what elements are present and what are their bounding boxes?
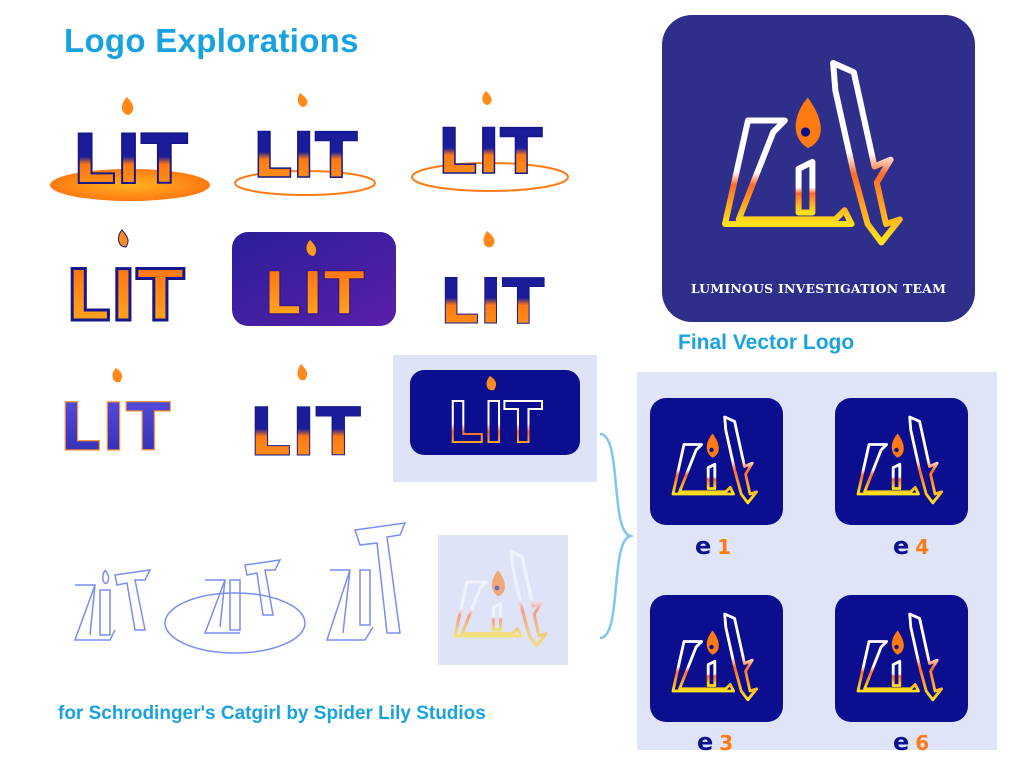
- variant-tile-e4: [835, 398, 968, 525]
- final-logo: LUMINOUS INVESTIGATION TEAM: [662, 15, 975, 322]
- ellipse-base: [50, 169, 210, 201]
- logo-concept-4: LIT: [64, 229, 186, 330]
- flame-icon: [118, 229, 129, 248]
- lit-mark-icon: [856, 415, 944, 505]
- sketch-lit-mark: [453, 550, 548, 648]
- logo-concept-6: LIT: [439, 231, 545, 330]
- variant-number: 4: [915, 535, 930, 559]
- logo-text: LIT: [72, 121, 188, 200]
- logo-concept-2: LIT: [234, 93, 376, 196]
- lit-mark-icon: [856, 612, 944, 702]
- variant-letter: e: [695, 532, 712, 560]
- logo-text: LIT: [59, 389, 171, 460]
- logo-concept-8: LIT: [249, 364, 361, 460]
- logo-concept-1: LIT: [50, 97, 210, 201]
- logo-text: LIT: [66, 255, 185, 330]
- variant-number: 6: [915, 731, 930, 755]
- pencil-sketches: [73, 522, 407, 654]
- variant-tile-e3: [650, 595, 783, 722]
- logo-concept-9: LIT: [410, 370, 580, 455]
- logo-concept-7: LIT: [59, 368, 171, 460]
- logo-text: LIT: [440, 265, 545, 330]
- variant-tile-e1: [650, 398, 783, 525]
- flame-icon: [112, 368, 123, 383]
- selected-concept-card: LIT: [393, 355, 597, 482]
- flame-icon: [121, 97, 134, 115]
- lit-mark-icon: [671, 612, 759, 702]
- logo-concept-5: LIT: [232, 232, 396, 326]
- flame-icon: [297, 364, 308, 381]
- variant-tile-e6: [835, 595, 968, 722]
- logo-text: LIT: [263, 259, 365, 326]
- flame-icon: [306, 240, 317, 256]
- logo-text: LIT: [249, 394, 361, 460]
- logo-text: LIT: [253, 119, 358, 192]
- logo-concept-3: LIT: [411, 91, 569, 192]
- final-logo-tagline: LUMINOUS INVESTIGATION TEAM: [690, 281, 947, 296]
- variant-letter: e: [697, 728, 714, 756]
- variant-number: 1: [717, 535, 732, 559]
- flame-icon: [483, 231, 495, 248]
- page-title: Logo Explorations: [64, 22, 359, 59]
- logo-text: LIT: [438, 115, 543, 188]
- variant-number: 3: [719, 731, 734, 755]
- final-logo-caption: Final Vector Logo: [678, 331, 855, 354]
- variant-letter: e: [893, 532, 910, 560]
- lit-mark-icon: [671, 415, 759, 505]
- sketch-refinement-card: [438, 535, 568, 665]
- brace-connector: [599, 432, 635, 640]
- credit-text: for Schrodinger's Catgirl by Spider Lily…: [58, 703, 486, 724]
- flame-icon: [297, 93, 308, 107]
- lit-mark-icon: [702, 35, 932, 275]
- logo-text: LIT: [448, 391, 543, 455]
- flame-icon: [482, 91, 492, 105]
- flame-icon: [486, 376, 497, 391]
- variant-letter: e: [893, 728, 910, 756]
